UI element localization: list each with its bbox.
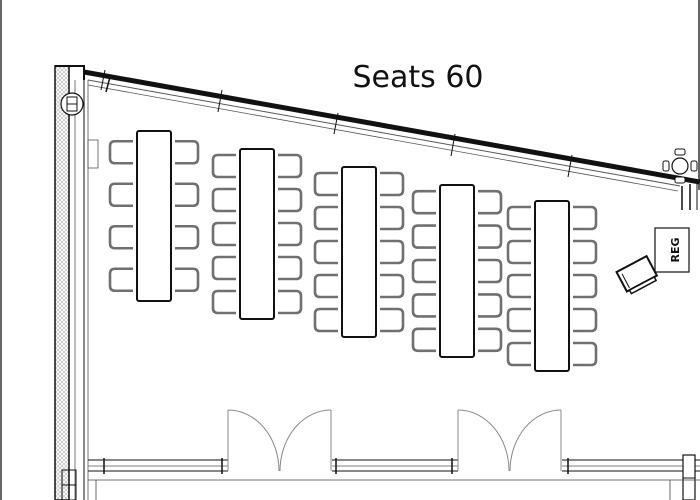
seating-layout: [108, 130, 598, 372]
chair: [573, 205, 598, 231]
chair: [573, 341, 598, 367]
chair: [175, 224, 200, 250]
cafe-table-icon: [662, 148, 698, 184]
chair: [411, 327, 436, 353]
registration-sign: REG: [654, 227, 690, 273]
chair: [108, 182, 133, 208]
chair: [211, 221, 236, 247]
chair: [573, 239, 598, 265]
chair: [108, 267, 133, 293]
chair: [380, 239, 405, 265]
chair: [313, 205, 338, 231]
chair: [380, 307, 405, 333]
chair: [175, 139, 200, 165]
registration-desk-icon: [615, 254, 659, 295]
top-wall: [83, 69, 700, 192]
seating-group: [211, 148, 303, 320]
chair: [478, 189, 503, 215]
bottom-wall: [88, 454, 700, 500]
chair: [478, 327, 503, 353]
chair: [506, 307, 531, 333]
seating-group: [411, 184, 503, 358]
chair: [313, 273, 338, 299]
chair: [278, 221, 303, 247]
chair: [175, 182, 200, 208]
chair: [478, 293, 503, 318]
chair: [313, 239, 338, 265]
chair: [313, 171, 338, 197]
chair: [506, 273, 531, 299]
seating-group: [506, 200, 598, 372]
chair: [211, 153, 236, 179]
chair: [506, 239, 531, 265]
chair: [108, 224, 133, 250]
chair: [278, 153, 303, 179]
chair: [278, 289, 303, 315]
chair: [573, 273, 598, 299]
right-wall: [681, 182, 698, 210]
column-symbol: [60, 92, 84, 116]
chair: [573, 307, 598, 333]
registration-sign-label: REG: [669, 237, 682, 262]
chair: [380, 273, 405, 299]
table: [439, 184, 475, 358]
chair: [313, 307, 338, 333]
seating-group: [108, 130, 200, 302]
chair: [380, 205, 405, 231]
chair: [411, 258, 436, 284]
chair: [411, 293, 436, 318]
chair: [506, 205, 531, 231]
chair: [175, 267, 200, 293]
chair: [211, 289, 236, 315]
double-door-icon: [457, 409, 562, 472]
chair: [506, 341, 531, 367]
table: [239, 148, 275, 320]
chair: [411, 189, 436, 215]
chair: [478, 258, 503, 284]
double-door-icon: [227, 409, 332, 472]
chair: [380, 171, 405, 197]
chair: [211, 255, 236, 281]
chair: [411, 224, 436, 249]
chair: [108, 139, 133, 165]
table: [136, 130, 172, 302]
chair: [211, 187, 236, 213]
chair: [278, 255, 303, 281]
table: [341, 166, 377, 338]
table: [534, 200, 570, 372]
chair: [478, 224, 503, 249]
seat-count-label: Seats 60: [353, 60, 484, 95]
seating-group: [313, 166, 405, 338]
left-wall: [54, 65, 99, 500]
chair: [278, 187, 303, 213]
